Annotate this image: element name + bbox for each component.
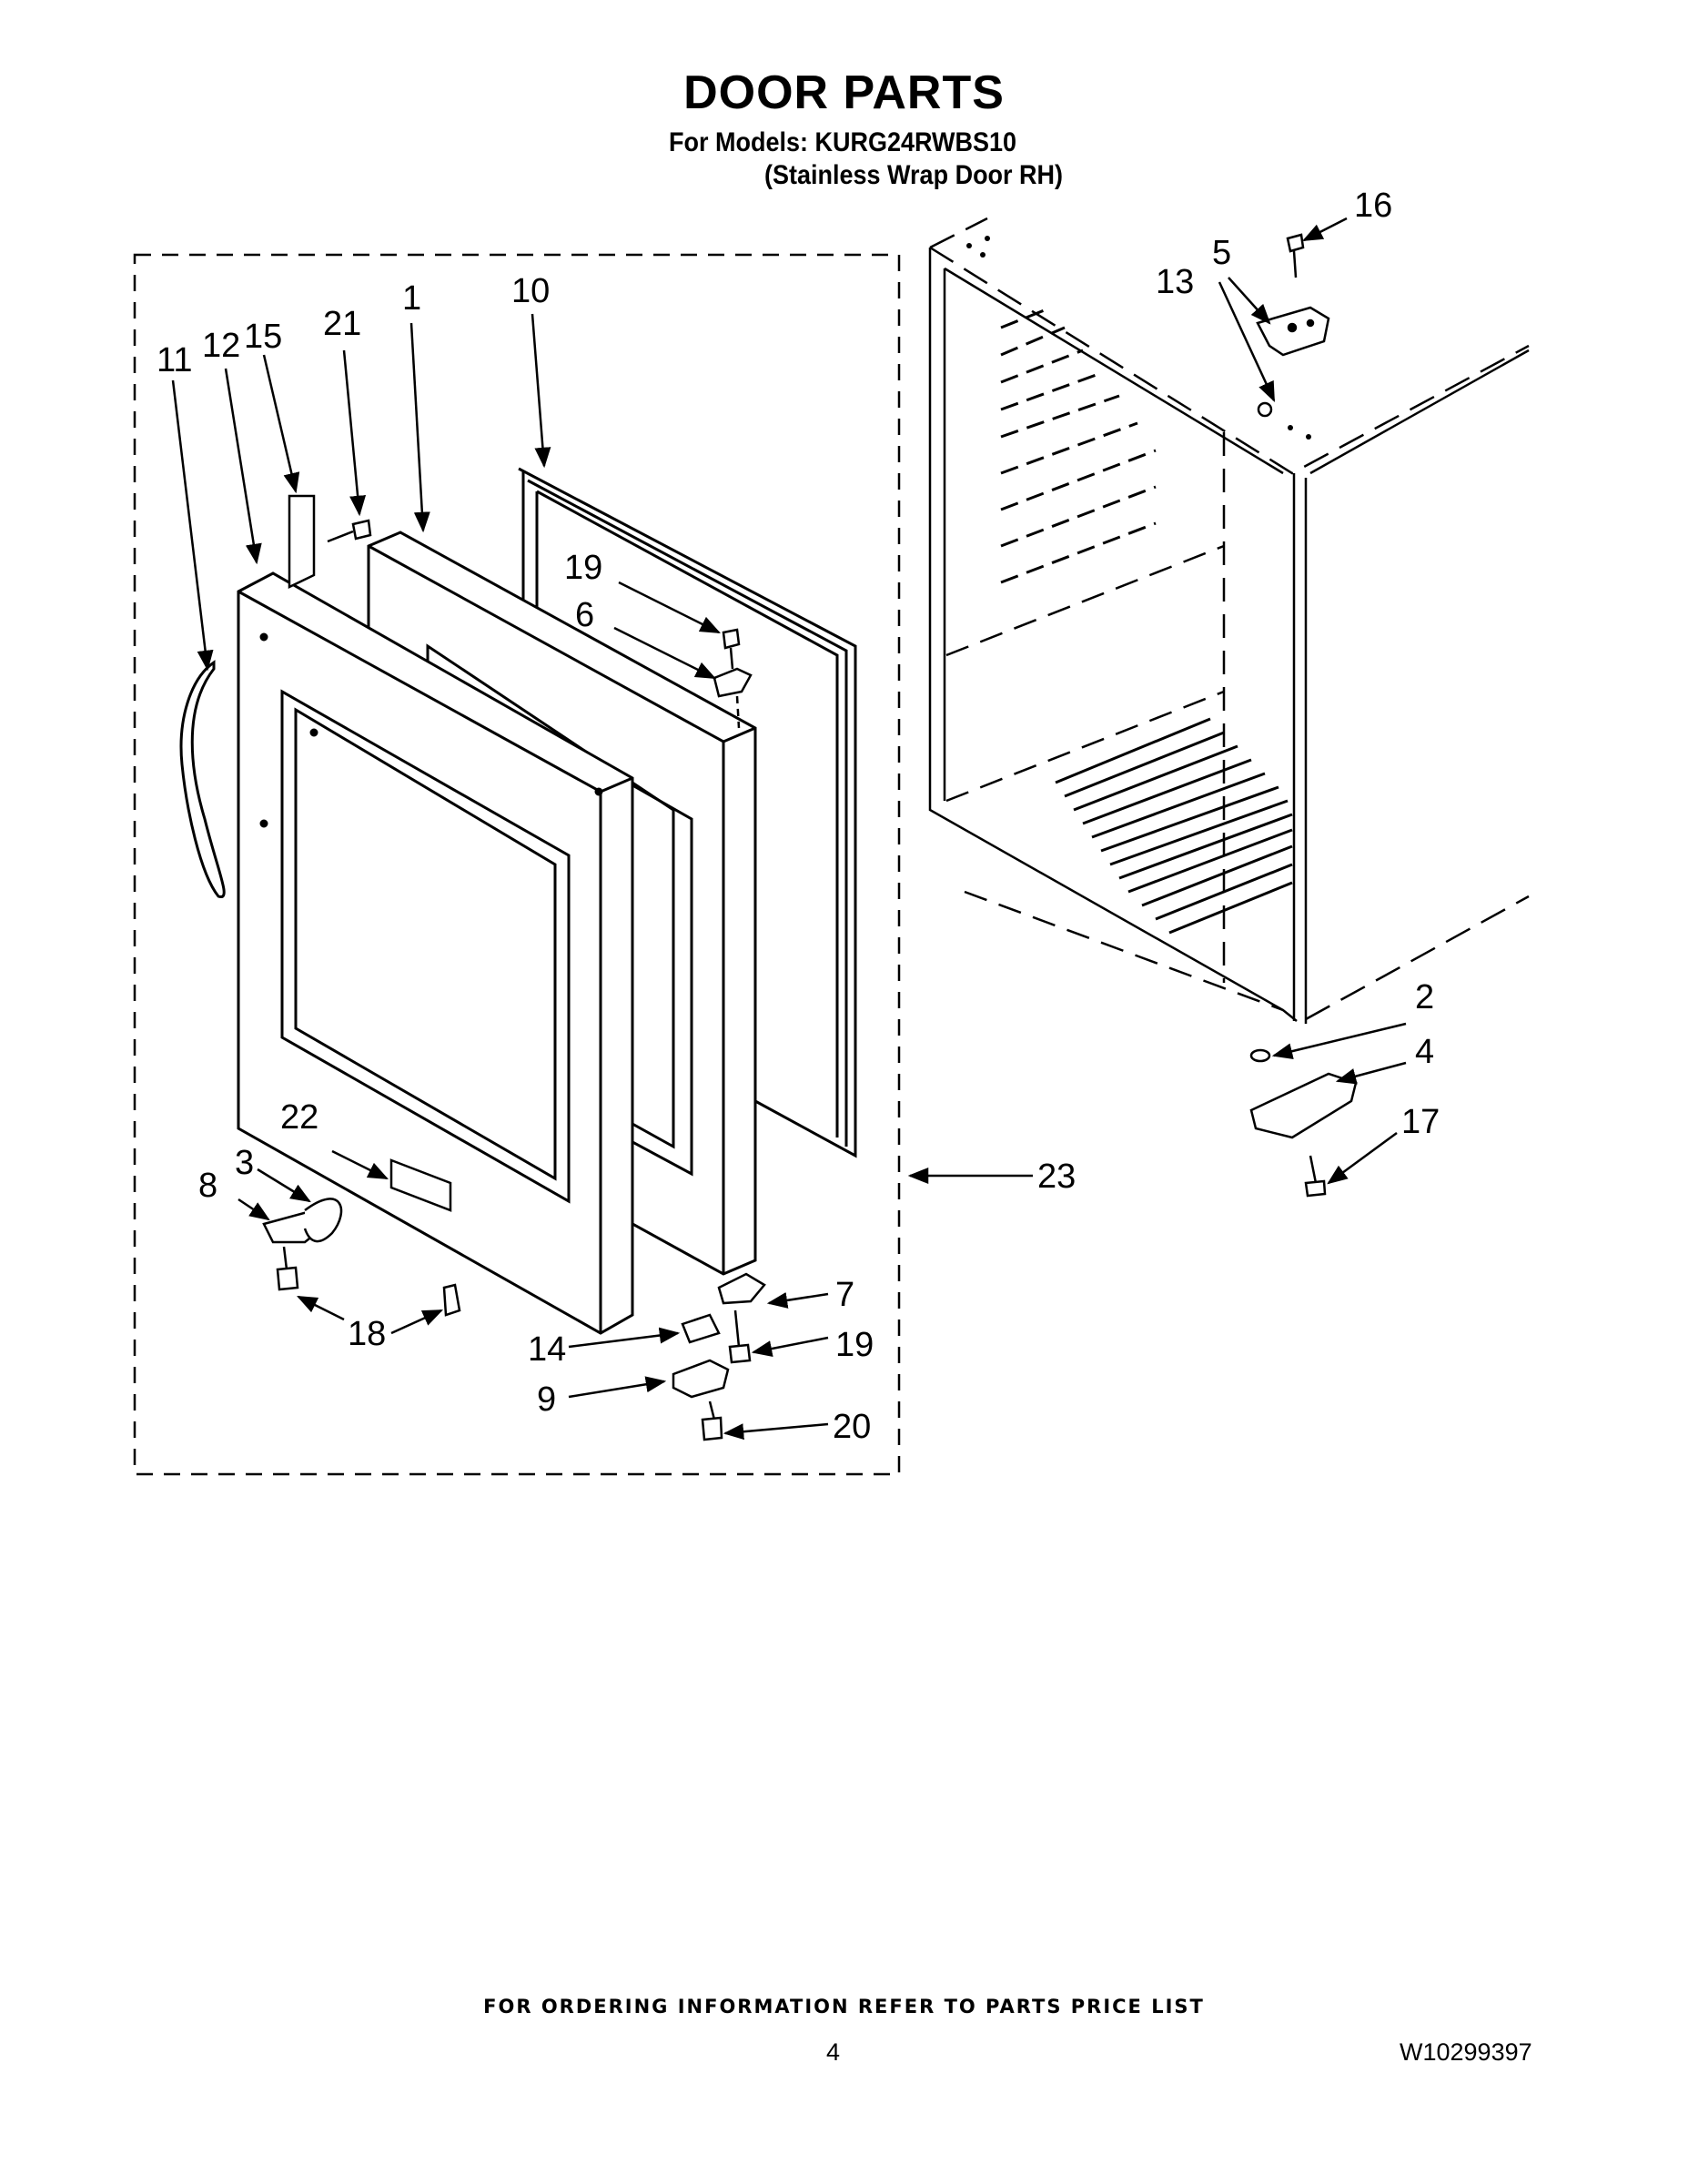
callout-23: 23 [1037, 1158, 1076, 1196]
outer-door-frame [237, 571, 634, 1335]
ordering-note: FOR ORDERING INFORMATION REFER TO PARTS … [483, 1996, 1205, 2017]
callout-16: 16 [1354, 187, 1392, 225]
callout-19-upper: 19 [564, 549, 602, 587]
callout-22: 22 [280, 1098, 318, 1137]
callout-15: 15 [244, 318, 282, 356]
callout-14: 14 [528, 1330, 566, 1369]
callout-11: 11 [157, 341, 192, 379]
door-assembly-boundary [133, 253, 901, 1476]
callout-2: 2 [1415, 978, 1434, 1016]
page-title: DOOR PARTS [683, 66, 1005, 119]
callout-17: 17 [1401, 1103, 1440, 1141]
callout-4: 4 [1415, 1033, 1434, 1071]
lower-door-hardware [672, 1272, 766, 1441]
trim-strip [288, 494, 316, 589]
cabinet-holes [966, 236, 1311, 440]
document-number: W10299397 [1400, 2038, 1532, 2066]
screw-21 [327, 519, 372, 543]
page-number: 4 [826, 2038, 841, 2066]
callout-5: 5 [1212, 234, 1231, 272]
cabinet-floor-grille [1055, 717, 1293, 935]
variant-line: (Stainless Wrap Door RH) [764, 160, 1064, 190]
callout-10: 10 [511, 272, 550, 310]
models-line: For Models: KURG24RWBS10 [669, 127, 1017, 157]
callout-13: 13 [1156, 263, 1194, 301]
callout-18: 18 [348, 1315, 386, 1353]
top-hinge [1256, 306, 1330, 357]
leader-lines [171, 217, 1407, 1441]
callout-12: 12 [202, 327, 240, 365]
callout-8: 8 [198, 1167, 217, 1205]
callout-9: 9 [537, 1380, 556, 1419]
washer-13 [1257, 401, 1273, 418]
hinge-screw-17 [1304, 1155, 1327, 1198]
callout-21: 21 [323, 305, 361, 343]
latch-parts [262, 1198, 461, 1317]
callout-6: 6 [575, 596, 594, 634]
cabinet-outline [928, 217, 1530, 1024]
bottom-hinge [1249, 1048, 1358, 1139]
cabinet-vents [1000, 308, 1157, 584]
door-handle [179, 660, 226, 898]
hinge-screw-16 [1286, 233, 1305, 278]
door-hinge-upper [713, 628, 753, 729]
callout-19-lower: 19 [835, 1326, 874, 1364]
callout-20: 20 [833, 1408, 871, 1446]
nameplate [389, 1158, 452, 1212]
callout-1: 1 [402, 279, 421, 318]
callout-3: 3 [235, 1144, 254, 1182]
callout-7: 7 [835, 1276, 854, 1314]
